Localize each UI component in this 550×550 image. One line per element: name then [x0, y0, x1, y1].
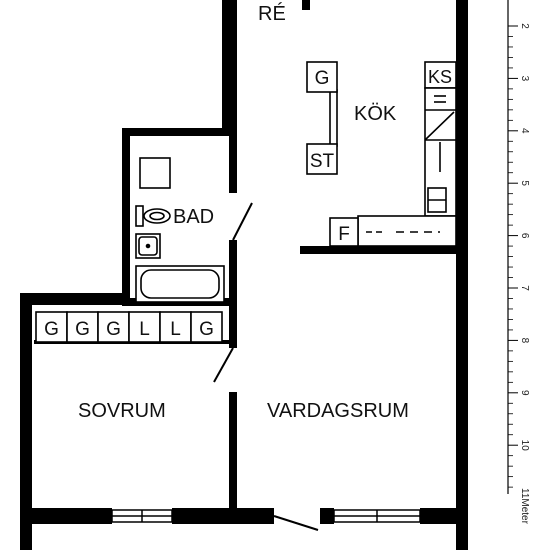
counter-diagonal [424, 111, 455, 141]
scale-tick-label: 6 [519, 233, 530, 239]
wall-bedroom-top [20, 293, 130, 305]
fixture-f-label: F [338, 224, 350, 245]
sink-icon [135, 233, 161, 259]
wall-divider-lower [229, 392, 237, 510]
fixture-f-box [329, 217, 359, 247]
washer-box [139, 157, 171, 189]
toilet-icon [135, 205, 171, 227]
wall-bottom-2 [172, 508, 274, 524]
lower-counter [357, 215, 457, 247]
wall-kitchen-living [300, 246, 468, 254]
hall-label-partial: RÉ [258, 2, 286, 25]
wardrobe-box [159, 311, 192, 343]
kitchen-fixtures [306, 61, 457, 247]
scale-tick-label: 8 [519, 338, 530, 344]
wall-bath-top [122, 128, 237, 136]
scale-tick-label: 7 [519, 285, 530, 291]
scale-tick-label: 2 [519, 23, 530, 29]
wall-outer-left [20, 293, 32, 550]
door-bath [232, 202, 253, 241]
door-balcony [273, 515, 319, 531]
bath-label: BAD [173, 206, 214, 228]
scale-tick-label: 9 [519, 390, 530, 396]
bathtub-icon [135, 265, 225, 303]
wall-outer-right [456, 0, 468, 550]
scale-tick-label: 3 [519, 76, 530, 82]
scale-tick-label: 10 [519, 440, 530, 452]
fixture-g-label: G [315, 68, 330, 89]
door-bedroom [213, 347, 234, 383]
wardrobe-box [128, 311, 161, 343]
fixture-st-label: ST [310, 151, 335, 172]
wall-hall-stub [302, 0, 310, 10]
living-label: VARDAGSRUM [267, 400, 409, 422]
wall-upper-left [222, 0, 237, 136]
wardrobe-label: G [44, 319, 59, 340]
windows [111, 509, 421, 523]
doors [213, 202, 319, 531]
wardrobe-label: L [170, 319, 181, 340]
fixture-st-box [306, 143, 338, 175]
wardrobe-box [190, 311, 223, 343]
wardrobe-label: G [106, 319, 121, 340]
window-living [333, 509, 421, 523]
scale-tick-label: 5 [519, 180, 530, 186]
wall-bottom-4 [420, 508, 468, 524]
wall-bottom-3 [320, 508, 334, 524]
island-connector [329, 89, 338, 147]
fixture-ks-box [424, 61, 457, 89]
bedroom-label: SOVRUM [78, 400, 166, 422]
bath-fixtures [135, 157, 225, 303]
wardrobe-label: G [75, 319, 90, 340]
fixture-ks-label: KS [428, 67, 452, 87]
kitchen-label: KÖK [354, 103, 397, 125]
window-bedroom [111, 509, 173, 523]
scale-end-label: 11Meter [519, 488, 530, 525]
wall-divider-mid [229, 306, 237, 348]
walls [20, 0, 468, 550]
wall-bath-right-lower [229, 240, 237, 306]
wall-bottom-1 [20, 508, 112, 524]
wardrobe-label: L [139, 319, 150, 340]
scale-tick-label: 4 [519, 128, 530, 134]
scale-bar: 2 3 4 5 6 7 8 9 10 [507, 0, 530, 494]
fixture-g-box [306, 61, 338, 93]
wall-bath-left [122, 128, 130, 300]
wardrobe-label: G [199, 319, 214, 340]
wall-bath-right-upper [229, 136, 237, 193]
